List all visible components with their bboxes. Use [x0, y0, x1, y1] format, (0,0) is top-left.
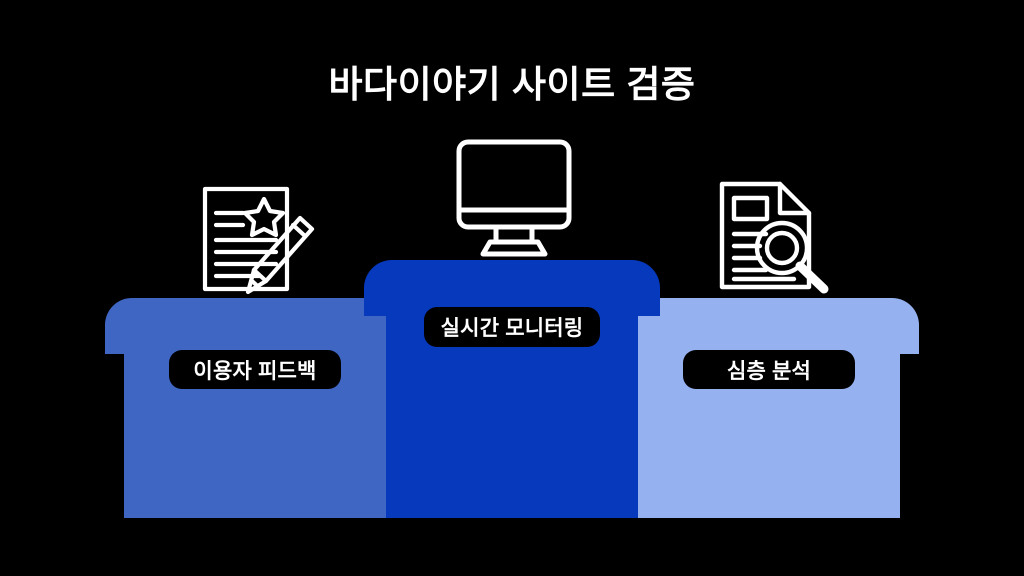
bar-cap: [105, 298, 390, 354]
podium-bar-realtime-monitoring: [364, 260, 660, 518]
podium-bar-in-depth-analysis: [634, 298, 919, 518]
label-realtime-monitoring: 실시간 모니터링: [424, 307, 600, 347]
document-star-pencil-icon: [188, 182, 324, 302]
document-magnifier-icon: [708, 176, 838, 300]
page-title: 바다이야기 사이트 검증: [328, 64, 696, 105]
label-in-depth-analysis: 심층 분석: [683, 350, 855, 389]
podium-bar-user-feedback: [105, 298, 390, 518]
bar-cap: [364, 260, 660, 316]
desktop-monitor-icon: [452, 136, 576, 258]
label-user-feedback: 이용자 피드백: [169, 350, 341, 389]
bar-cap: [634, 298, 919, 354]
